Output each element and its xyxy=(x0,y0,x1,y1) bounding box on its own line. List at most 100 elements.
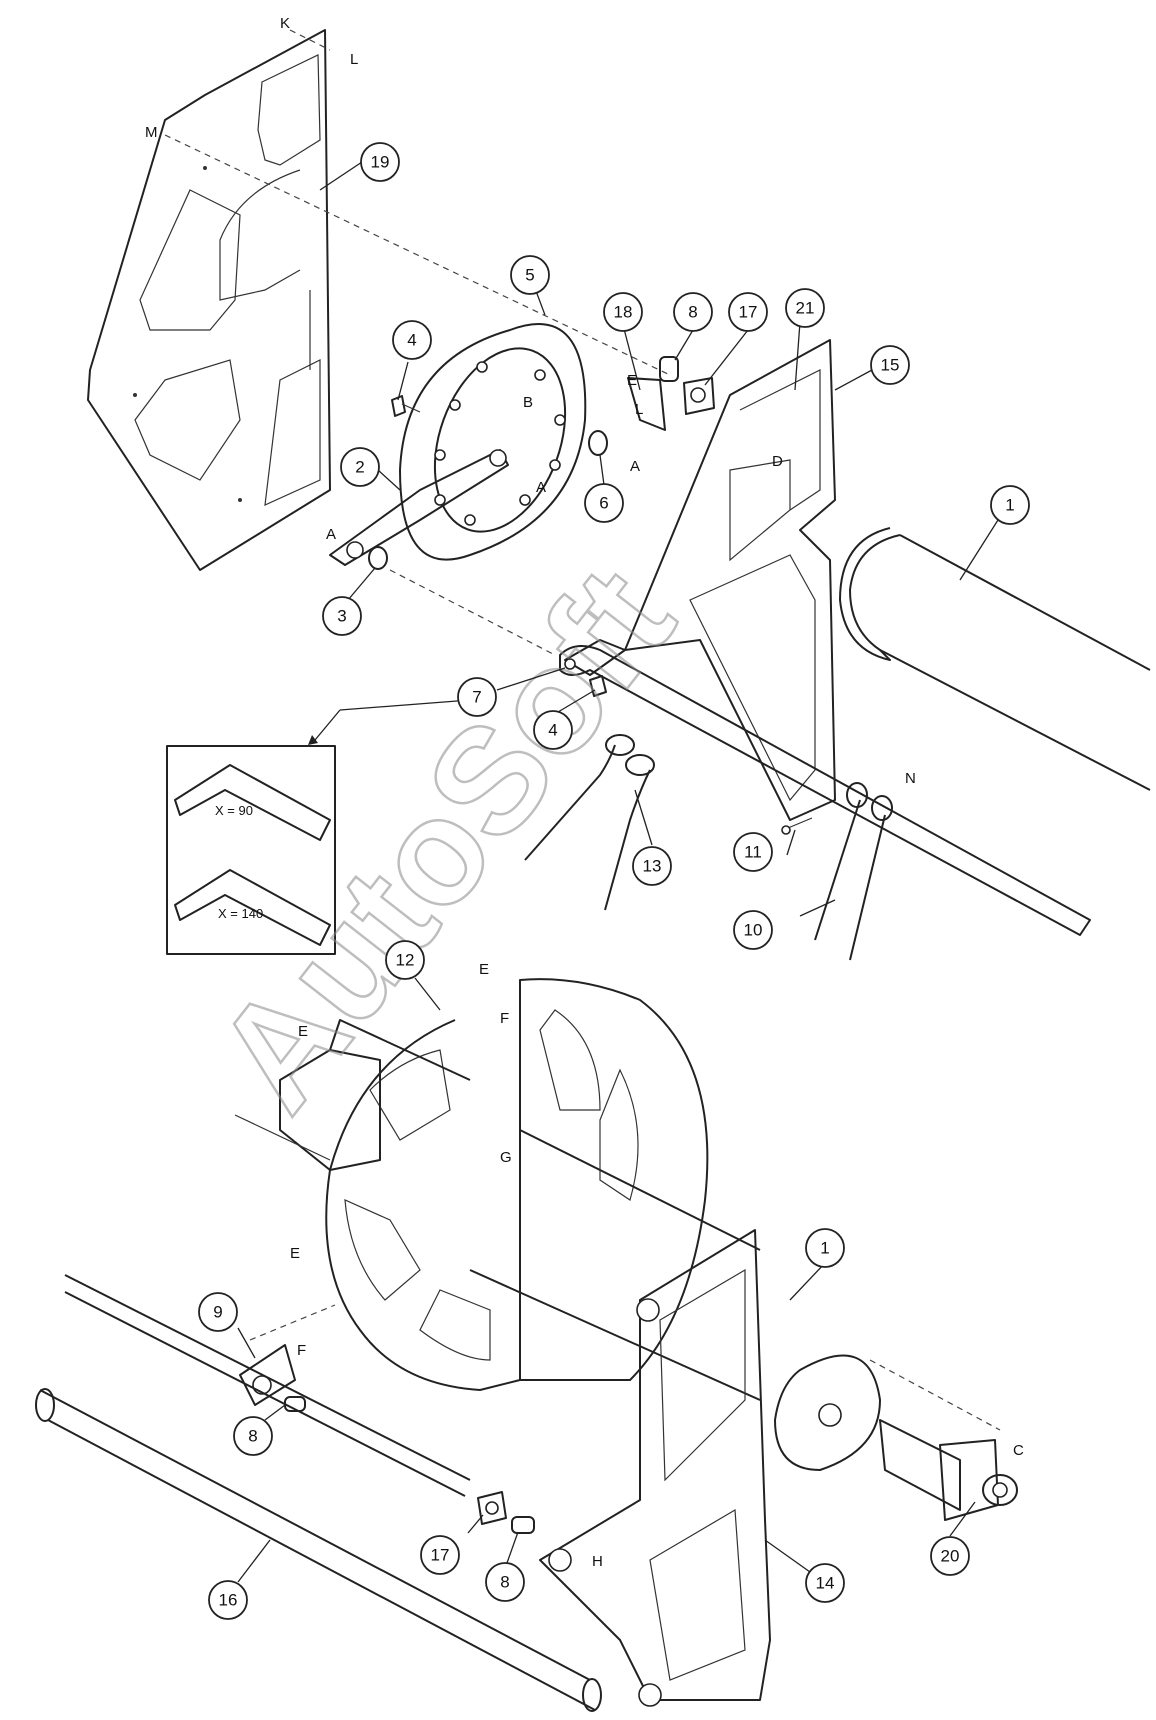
callout-1-bottom: 1 xyxy=(805,1228,845,1268)
svg-text:12: 12 xyxy=(396,951,415,970)
part-11-pin xyxy=(781,817,813,835)
callout-8-left: 8 xyxy=(233,1416,273,1456)
svg-text:18: 18 xyxy=(614,303,633,322)
watermark-text: AutoSoft xyxy=(183,537,705,1139)
callout-4-bottom: 4 xyxy=(533,710,573,750)
svg-text:1: 1 xyxy=(1005,496,1014,515)
callout-12: 12 xyxy=(385,940,425,980)
letter-A: A xyxy=(536,479,546,496)
part-4-bolt-top xyxy=(391,395,421,417)
part-16-long-tube xyxy=(35,1388,602,1712)
letter-E: E xyxy=(290,1245,300,1262)
svg-text:16: 16 xyxy=(219,1591,238,1610)
callout-leaders xyxy=(237,161,999,1583)
reference-letters: K L M B E L A A A D N E F E G E F C H xyxy=(145,15,1024,1570)
callout-8-top: 8 xyxy=(673,292,713,332)
svg-text:17: 17 xyxy=(739,303,758,322)
center-main-drum xyxy=(469,1129,761,1401)
part-3-bushing xyxy=(368,546,388,570)
svg-text:5: 5 xyxy=(525,266,534,285)
letter-C: C xyxy=(1013,1442,1024,1459)
letter-L: L xyxy=(635,401,643,418)
svg-text:8: 8 xyxy=(500,1573,509,1592)
callout-8-bottom: 8 xyxy=(485,1562,525,1602)
callout-1-top: 1 xyxy=(990,485,1030,525)
letter-H: H xyxy=(592,1553,603,1570)
part-17-flange-top xyxy=(683,377,715,415)
svg-text:9: 9 xyxy=(213,1303,222,1322)
part-18-bracket xyxy=(627,377,666,431)
svg-text:19: 19 xyxy=(371,153,390,172)
callout-17-top: 17 xyxy=(728,292,768,332)
svg-text:17: 17 xyxy=(431,1546,450,1565)
callout-10: 10 xyxy=(733,910,773,950)
callout-17-bottom: 17 xyxy=(420,1535,460,1575)
watermark: AutoSoft xyxy=(182,536,707,1141)
part-13-springs xyxy=(524,734,655,911)
part-8-bushing-bottom xyxy=(511,1516,535,1534)
callout-7: 7 xyxy=(457,677,497,717)
part-7-shaft xyxy=(559,639,1091,936)
callout-6: 6 xyxy=(584,483,624,523)
svg-text:8: 8 xyxy=(248,1427,257,1446)
callout-18: 18 xyxy=(603,292,643,332)
letter-L: L xyxy=(350,51,358,68)
callout-3: 3 xyxy=(322,596,362,636)
callout-5: 5 xyxy=(510,255,550,295)
letter-E: E xyxy=(298,1023,308,1040)
letter-E: E xyxy=(627,372,637,389)
letter-E: E xyxy=(479,961,489,978)
part-9-flange xyxy=(239,1344,296,1406)
callout-11: 11 xyxy=(733,832,773,872)
callout-21: 21 xyxy=(785,288,825,328)
part-19-side-shield xyxy=(87,29,331,571)
part-10-springs xyxy=(814,782,893,961)
callout-9: 9 xyxy=(198,1292,238,1332)
inset-dim-90: X = 90 xyxy=(215,803,253,818)
callout-4-top: 4 xyxy=(392,320,432,360)
part-5-flange-disc xyxy=(399,323,587,561)
letter-M: M xyxy=(145,124,158,141)
letter-A: A xyxy=(326,526,336,543)
inset-detail-box xyxy=(166,745,336,955)
svg-text:10: 10 xyxy=(744,921,763,940)
callout-20: 20 xyxy=(930,1536,970,1576)
svg-text:14: 14 xyxy=(816,1574,835,1593)
left-shaft xyxy=(64,1274,471,1497)
svg-text:3: 3 xyxy=(337,607,346,626)
svg-text:1: 1 xyxy=(820,1239,829,1258)
svg-text:21: 21 xyxy=(796,299,815,318)
part-14-frame xyxy=(539,1229,771,1707)
part-17-flange-bottom xyxy=(477,1491,507,1525)
part-8-bushing-top xyxy=(659,356,679,382)
svg-text:2: 2 xyxy=(355,458,364,477)
inset-dim-140: X = 140 xyxy=(218,906,263,921)
callout-2: 2 xyxy=(340,447,380,487)
part-2-arm xyxy=(329,449,509,566)
svg-text:4: 4 xyxy=(407,331,416,350)
letter-N: N xyxy=(905,770,916,787)
letter-F: F xyxy=(297,1342,306,1359)
part-6-bushing xyxy=(588,430,608,456)
letter-B: B xyxy=(523,394,533,411)
callout-13: 13 xyxy=(632,846,672,886)
left-drum-section xyxy=(234,1019,471,1171)
callout-15: 15 xyxy=(870,345,910,385)
letter-D: D xyxy=(772,453,783,470)
part-1-drum-tube-top xyxy=(839,527,1151,791)
svg-text:11: 11 xyxy=(744,843,762,862)
part-8-bushing-left xyxy=(284,1396,306,1412)
letter-G: G xyxy=(500,1149,512,1166)
svg-text:20: 20 xyxy=(941,1547,960,1566)
svg-text:13: 13 xyxy=(643,857,662,876)
svg-text:4: 4 xyxy=(548,721,557,740)
svg-text:6: 6 xyxy=(599,494,608,513)
callout-19: 19 xyxy=(360,142,400,182)
part-20-shaft-stub xyxy=(879,1419,1018,1521)
callout-14: 14 xyxy=(805,1563,845,1603)
letter-F: F xyxy=(500,1010,509,1027)
letter-K: K xyxy=(280,15,290,32)
callout-16: 16 xyxy=(208,1580,248,1620)
letter-A: A xyxy=(630,458,640,475)
